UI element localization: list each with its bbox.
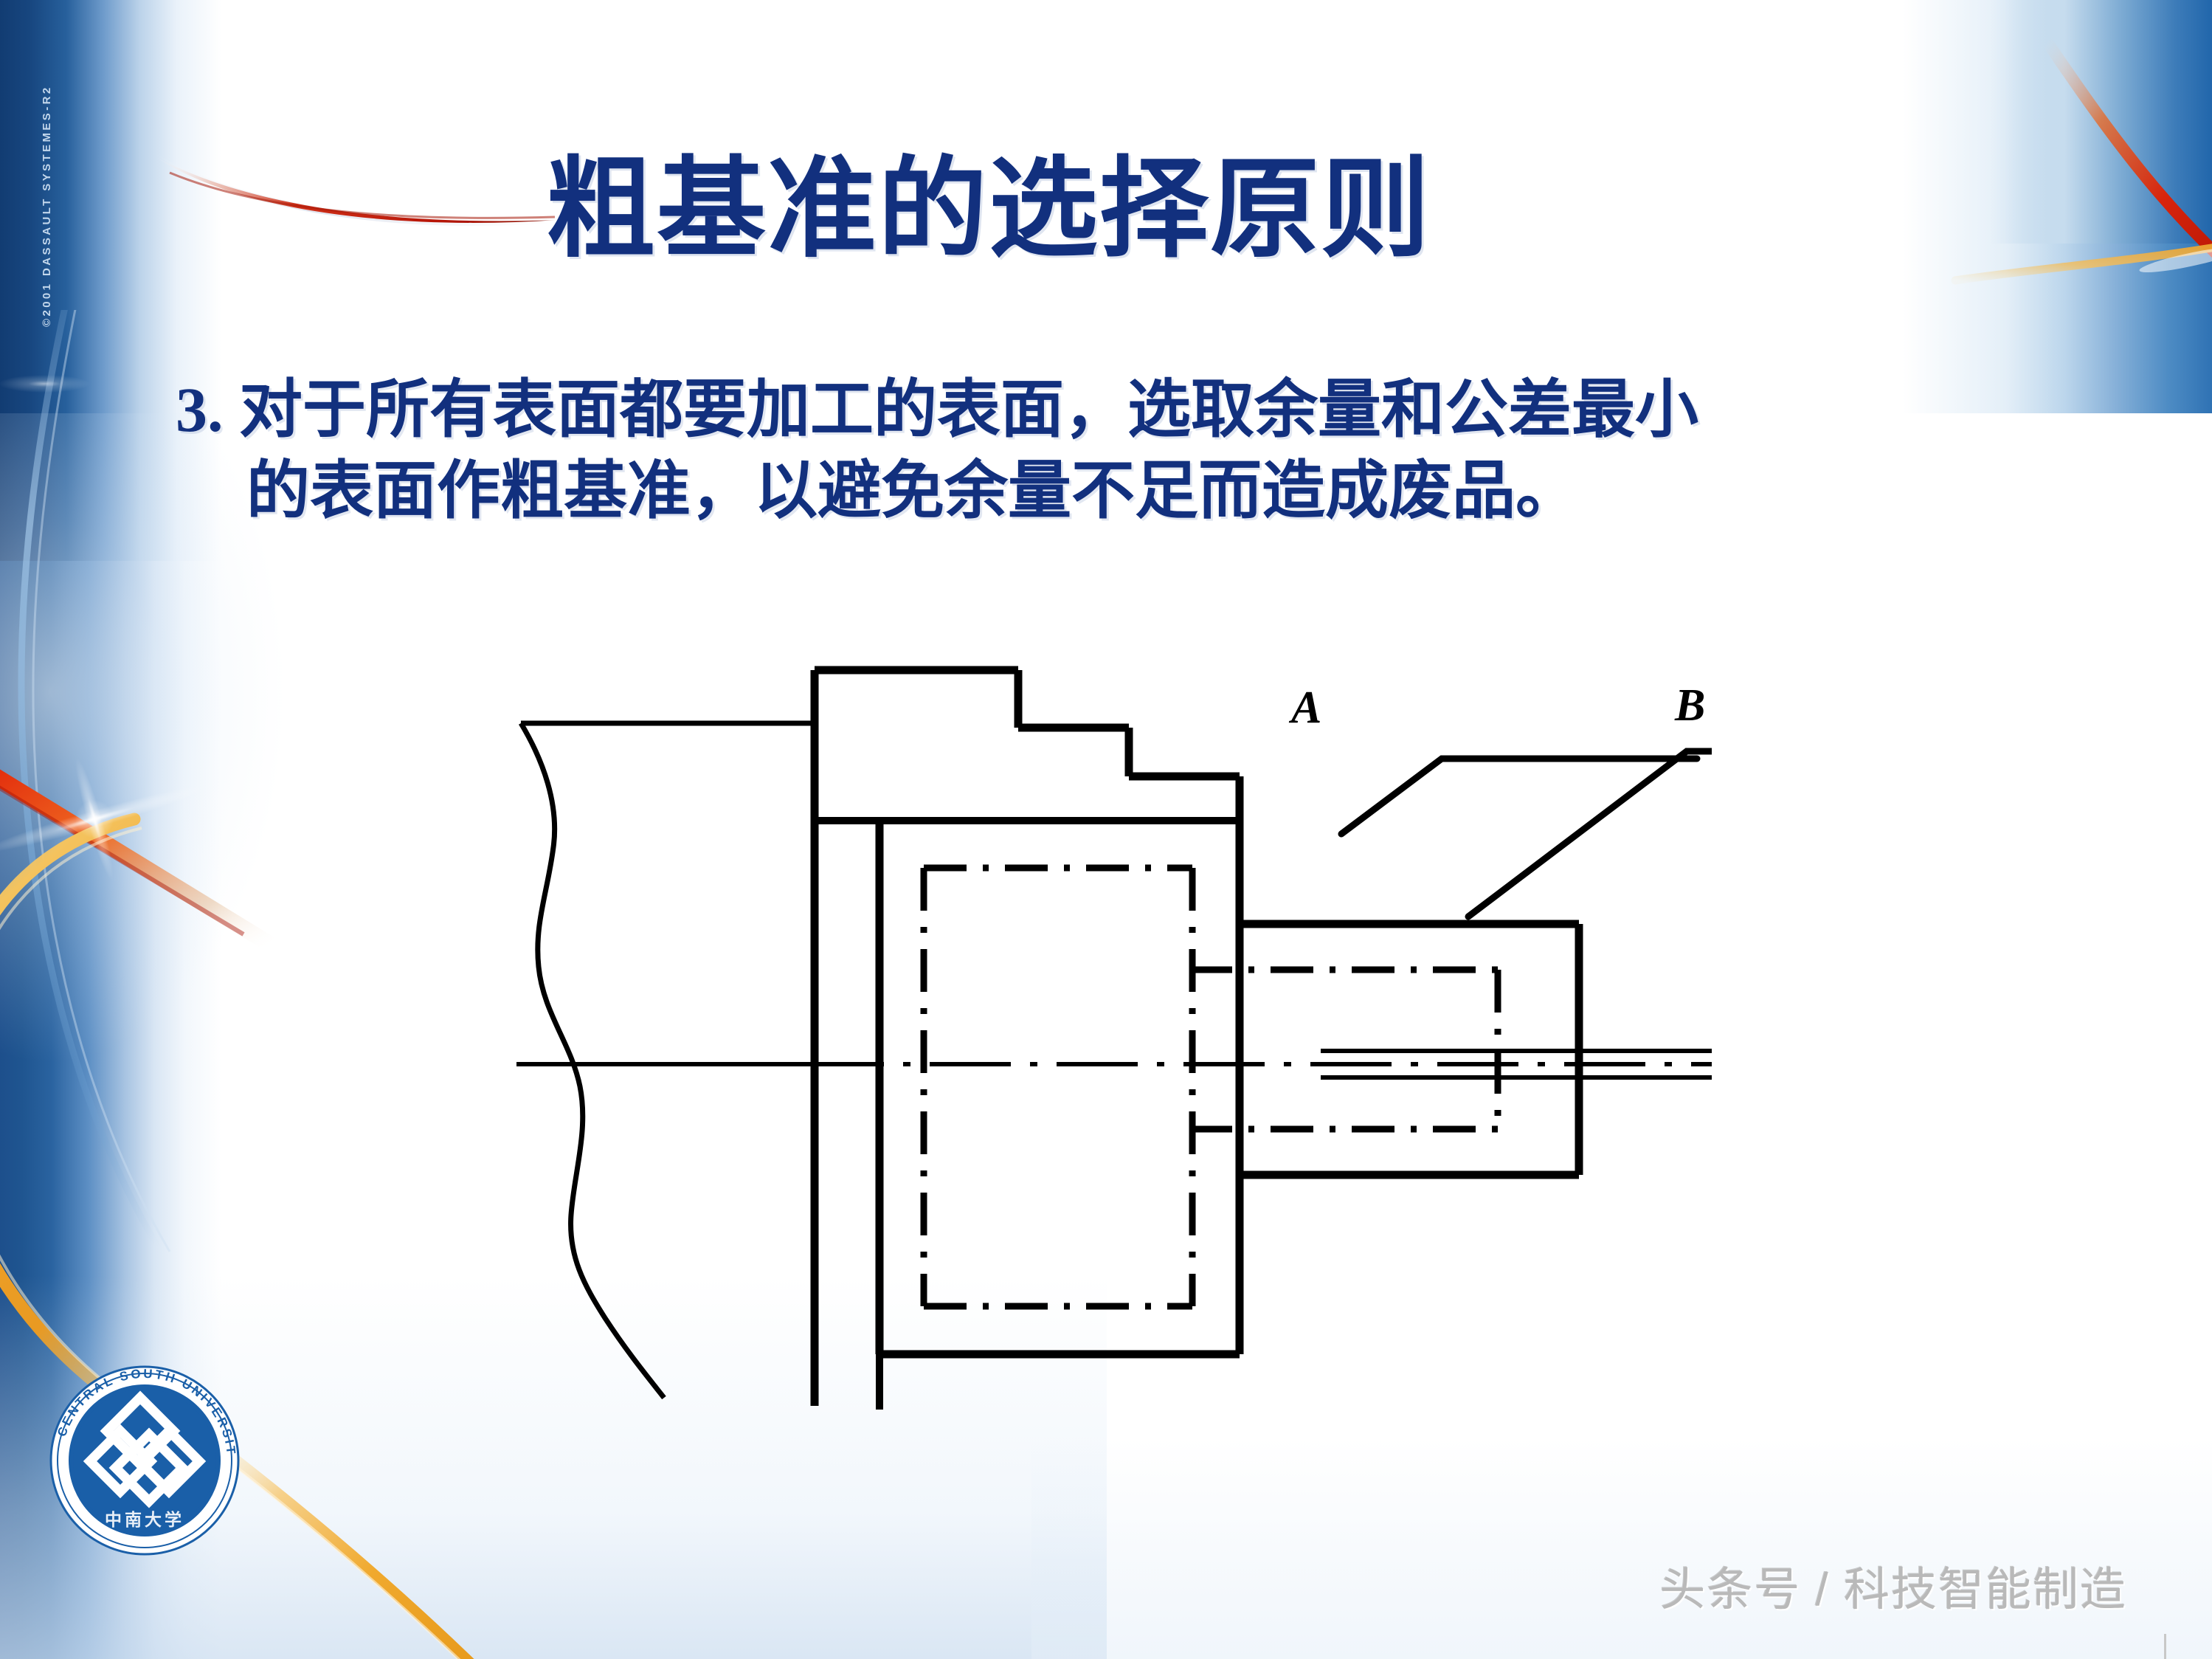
central-south-university-logo: CENTRAL SOUTH UNIVERSITY 中南大学 <box>41 1351 243 1559</box>
bottom-gold-arc <box>207 1446 474 1659</box>
label-a: A <box>1291 683 1322 733</box>
title-red-swoosh-icon <box>151 151 558 226</box>
right-decorative-arcs <box>1951 35 2212 285</box>
boss-hidden-lines <box>1189 966 1501 1133</box>
label-b: B <box>1675 680 1706 731</box>
bottom-right-haze <box>1031 1438 2212 1659</box>
slide-title: 粗基准的选择原则 <box>546 150 1431 271</box>
leader-line-b <box>1465 748 1712 920</box>
logo-inner-chinese-text: 中南大学 <box>105 1510 184 1529</box>
right-blue-wedge-inner <box>1991 0 2212 244</box>
slide-body-text: 3. 对于所有表面都要加工的表面，选取余量和公差最小 的表面作粗基准，以避免余量… <box>176 369 2005 531</box>
leader-line-a <box>1338 755 1701 838</box>
break-line <box>518 722 666 1400</box>
watermark-text: 头条号 / 科技智能制造 <box>1659 1565 2127 1615</box>
body-line-2: 的表面作粗基准，以避免余量不足而造成废品。 <box>246 455 1579 526</box>
body-line-1: 3. 对于所有表面都要加工的表面，选取余量和公差最小 <box>176 374 1698 445</box>
technical-drawing <box>516 649 1712 1410</box>
logo-seal-icon: CENTRAL SOUTH UNIVERSITY 中南大学 <box>41 1351 240 1556</box>
cursor-tick-mark <box>2164 1634 2166 1659</box>
leader-lines <box>1338 748 1712 920</box>
vertical-copyright-text: ©2001 DASSAULT SYSTEMES-R2 <box>41 85 53 327</box>
right-blue-wedge <box>1902 0 2212 413</box>
workpiece-inner-phantom-rect <box>920 864 1196 1310</box>
engineering-section-drawing <box>516 666 1712 1410</box>
